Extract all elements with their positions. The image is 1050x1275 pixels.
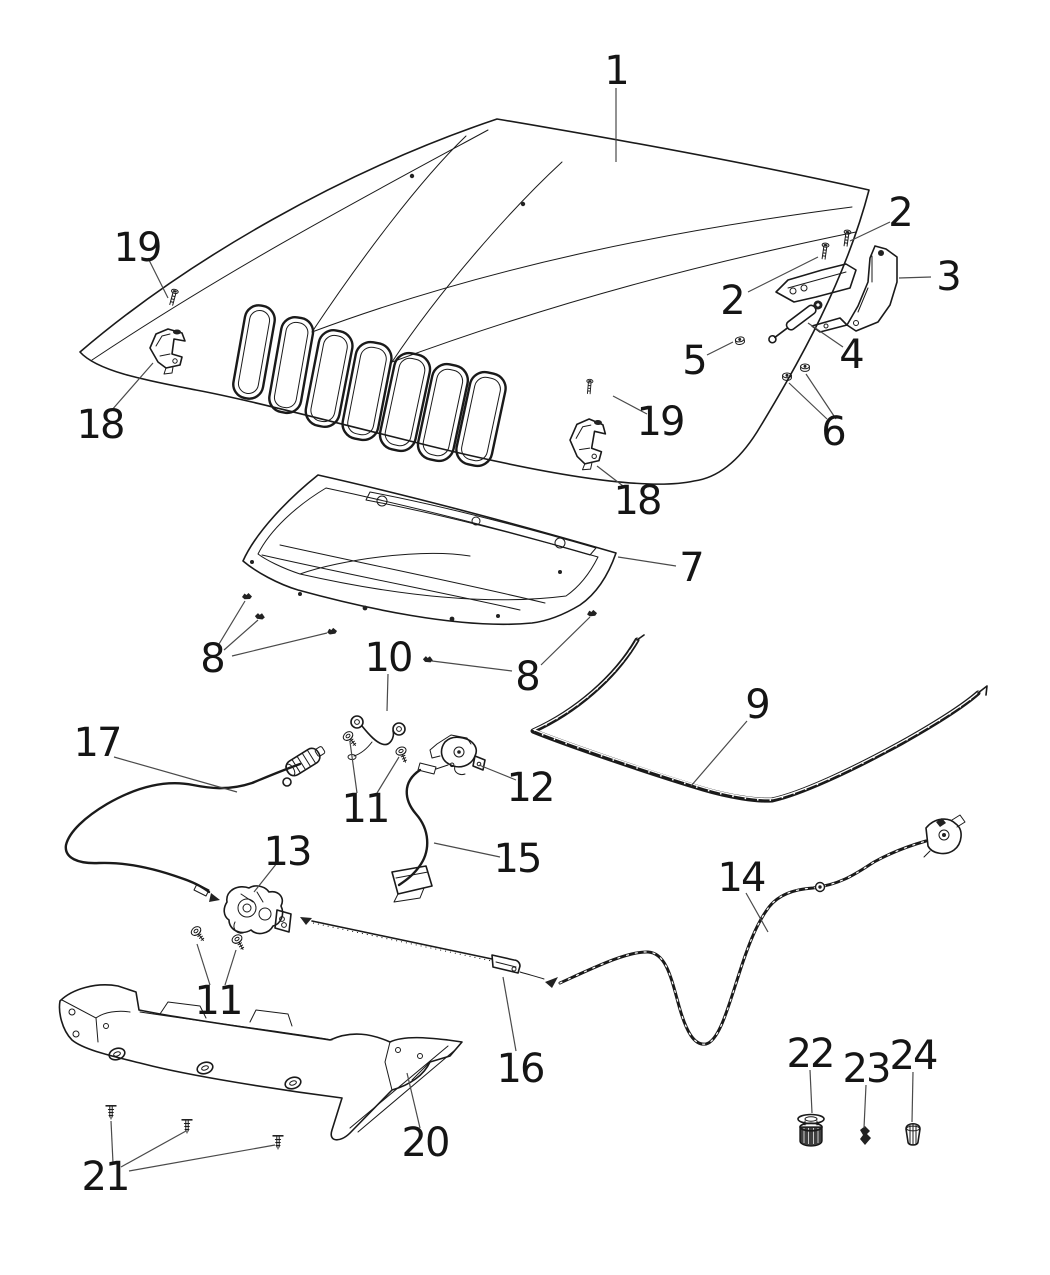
callout-20-leader <box>406 1072 421 1129</box>
callout-18-leader <box>110 362 154 412</box>
hood-hinge-group <box>734 229 898 381</box>
callout-17-leader <box>113 756 238 793</box>
cable-end-fitting <box>923 814 966 858</box>
callout-8-leader <box>231 632 328 657</box>
callout-6-label: 6 <box>821 409 844 455</box>
callout-19-leader <box>147 257 169 299</box>
callout-8-leader <box>431 660 513 672</box>
hinge-nut <box>800 363 810 372</box>
callout-21-label: 21 <box>82 1154 129 1200</box>
crossmember-cover <box>58 984 463 1141</box>
callout-23-label: 23 <box>843 1046 890 1092</box>
callout-11-leader <box>196 943 211 986</box>
callout-18-label: 18 <box>614 478 661 524</box>
latch-cable-short <box>391 762 455 903</box>
hood-panel <box>79 118 870 485</box>
latch-screw <box>189 924 208 945</box>
hood-latch-right <box>429 734 486 775</box>
callout-10-leader <box>386 673 389 712</box>
callout-12-leader <box>478 764 517 781</box>
hinge-bolt <box>819 242 830 260</box>
hood-weatherstrip <box>530 634 988 803</box>
callout-3-leader <box>898 276 932 279</box>
hood-silencer-pad <box>242 474 617 626</box>
callout-7-label: 7 <box>679 545 702 591</box>
callout-5-leader <box>706 341 734 356</box>
callout-6-leader <box>805 373 837 420</box>
callout-16-label: 16 <box>497 1046 544 1092</box>
callout-18-label: 18 <box>77 402 124 448</box>
callout-21-leader <box>120 1130 187 1168</box>
callout-5-label: 5 <box>682 338 705 384</box>
callout-21-leader <box>128 1144 276 1172</box>
callout-13-label: 13 <box>264 829 311 875</box>
callout-8-leader <box>223 619 259 651</box>
callout-4-label: 4 <box>839 332 863 378</box>
callout-9-leader <box>690 720 748 787</box>
callout-8-label: 8 <box>200 636 223 682</box>
bump-bracket-bolt-left <box>167 288 180 307</box>
latch-screw <box>394 745 411 765</box>
pad-clips <box>242 593 598 663</box>
callout-11-label: 11 <box>195 978 242 1024</box>
callout-2-leader <box>849 221 891 242</box>
callout-22-label: 22 <box>787 1031 834 1077</box>
bump-bracket-left <box>149 328 186 375</box>
callout-22-leader <box>809 1069 813 1114</box>
callout-11-label: 11 <box>342 786 389 832</box>
callout-21-leader <box>110 1120 114 1164</box>
callout-11-leader <box>376 756 400 794</box>
hood-prop-strut <box>768 300 823 344</box>
callout-20-label: 20 <box>402 1120 449 1166</box>
callout-11-leader <box>349 741 358 794</box>
release-handle-grip <box>285 746 326 777</box>
grommet <box>797 1113 825 1147</box>
callout-19-label: 19 <box>114 225 161 271</box>
callout-15-leader <box>433 842 501 858</box>
hood-latch-left <box>223 885 292 935</box>
callout-18-leader <box>596 465 628 490</box>
release-handle-cable <box>64 746 326 902</box>
callout-8-label: 8 <box>515 654 538 700</box>
callout-15-label: 15 <box>494 836 541 882</box>
callout-14-leader <box>745 892 769 933</box>
prop-nut <box>734 335 746 346</box>
callout-1-label: 1 <box>604 48 627 94</box>
release-cable-long <box>545 814 966 1046</box>
callout-6-leader <box>788 382 828 420</box>
callout-7-leader <box>617 556 677 567</box>
release-rod <box>300 917 545 980</box>
hood-grille-slots <box>232 304 507 468</box>
callout-24-label: 24 <box>890 1033 937 1079</box>
callout-17-label: 17 <box>74 720 121 766</box>
callout-12-label: 12 <box>507 765 554 811</box>
hole-plug <box>905 1122 921 1146</box>
cover-push-pins <box>105 1104 284 1150</box>
callout-2-label: 2 <box>888 190 911 236</box>
callout-14-label: 14 <box>718 855 765 901</box>
callout-11-leader <box>224 949 237 986</box>
callout-8-leader <box>540 616 591 666</box>
callout-16-leader <box>502 976 517 1052</box>
small-clip <box>860 1126 871 1145</box>
callout-24-leader <box>911 1071 914 1123</box>
callout-9-label: 9 <box>745 682 768 728</box>
callout-13-leader <box>253 862 278 893</box>
callout-3-label: 3 <box>936 254 959 300</box>
callout-2-label: 2 <box>720 278 743 324</box>
bump-bracket-right <box>569 418 607 471</box>
callout-19-leader <box>612 395 648 415</box>
bump-bracket-bolt-right <box>585 378 594 395</box>
callout-10-label: 10 <box>365 635 412 681</box>
callout-19-label: 19 <box>637 399 684 445</box>
callout-8-leader <box>218 600 246 645</box>
latch-screw <box>230 932 249 953</box>
hinge-bolt <box>841 229 852 247</box>
callout-23-leader <box>863 1084 867 1129</box>
callout-2-leader <box>747 256 819 293</box>
callout-4-leader <box>807 322 844 348</box>
hinge-bracket <box>775 245 898 333</box>
